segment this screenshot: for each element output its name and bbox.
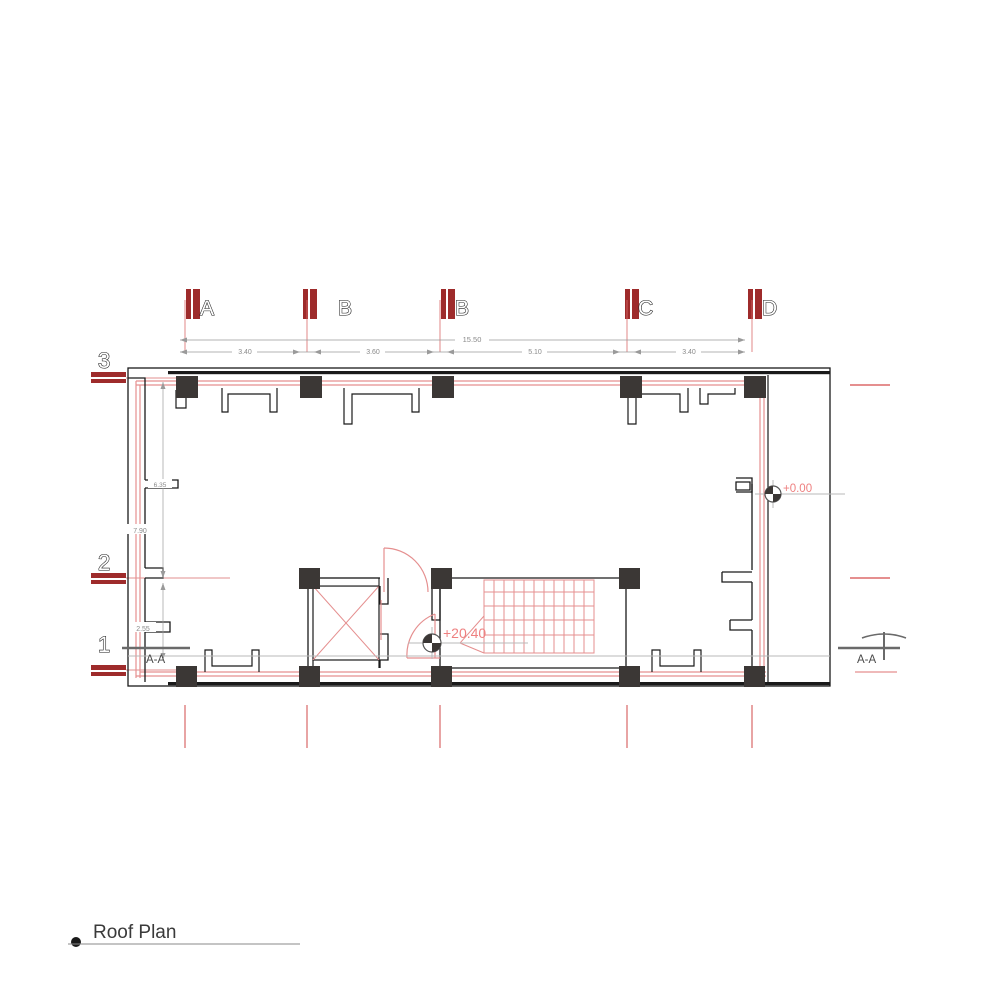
grid-marker-2[interactable]: 2 bbox=[91, 549, 126, 584]
section-label-right: A-A bbox=[857, 654, 877, 666]
grid-marker-3[interactable]: 3 bbox=[91, 347, 126, 383]
column bbox=[431, 568, 452, 589]
column bbox=[744, 376, 766, 398]
grid-marker-c[interactable]: C bbox=[625, 289, 654, 321]
grid-markers-top: A B B C D bbox=[186, 289, 778, 321]
columns bbox=[176, 376, 766, 687]
grid-marker-b1[interactable]: B bbox=[303, 289, 353, 321]
grid-axis-lines-top bbox=[184, 300, 753, 352]
dim-overall-label: 15.50 bbox=[463, 335, 482, 344]
grid-marker-b2[interactable]: B bbox=[441, 289, 470, 321]
column bbox=[619, 568, 640, 589]
right-wall-stubs bbox=[721, 477, 753, 672]
grid-label-1: 1 bbox=[98, 632, 110, 657]
grid-label-2: 2 bbox=[98, 550, 110, 575]
grid-label-3: 3 bbox=[98, 348, 110, 373]
grid-label-b2: B bbox=[455, 297, 469, 320]
column bbox=[431, 666, 452, 687]
section-arrow-arc bbox=[861, 633, 907, 639]
dim-bay-3: 5.10 bbox=[528, 349, 542, 356]
column bbox=[619, 666, 640, 687]
dimension-chain-overall: 15.50 bbox=[180, 333, 745, 344]
elevation-marker-2040[interactable]: +20.40 bbox=[408, 625, 528, 659]
grid-marker-1[interactable]: 1 bbox=[91, 631, 126, 676]
elevation-marker-000[interactable]: +0.00 bbox=[755, 480, 845, 508]
bottom-wall-stubs bbox=[204, 649, 702, 672]
dim-vert-1: 6.35 bbox=[154, 482, 167, 489]
title-bullet-icon bbox=[71, 937, 81, 947]
column bbox=[620, 376, 642, 398]
column bbox=[176, 666, 197, 687]
grid-extension-lines-bottom bbox=[184, 705, 753, 748]
top-wall-stubs bbox=[175, 388, 736, 425]
page-title: Roof Plan bbox=[93, 922, 176, 943]
column bbox=[300, 376, 322, 398]
elevation-label-2040: +20.40 bbox=[443, 625, 486, 641]
dimension-vertical: 6.35 7.90 2.55 bbox=[127, 382, 172, 660]
column bbox=[432, 376, 454, 398]
dim-bay-4: 3.40 bbox=[682, 349, 696, 356]
column bbox=[299, 666, 320, 687]
section-label-left: A-A bbox=[146, 654, 166, 666]
dim-vert-3: 2.55 bbox=[136, 626, 150, 633]
grid-extension-lines-right bbox=[850, 384, 890, 579]
title-block: Roof Plan bbox=[68, 922, 300, 947]
dim-bay-2: 3.60 bbox=[366, 349, 380, 356]
grid-label-b1: B bbox=[338, 297, 352, 320]
column bbox=[176, 376, 198, 398]
grid-label-d: D bbox=[762, 297, 777, 320]
grid-marker-d[interactable]: D bbox=[748, 289, 778, 321]
grid-label-a: A bbox=[200, 297, 214, 320]
stair-flight bbox=[459, 579, 595, 654]
grid-markers-left: 3 2 1 bbox=[91, 347, 126, 676]
door-swings bbox=[380, 547, 440, 659]
dimension-chain-bays: 3.40 3.60 5.10 3.40 bbox=[180, 345, 745, 356]
grid-marker-a[interactable]: A bbox=[186, 289, 215, 321]
dim-vert-2: 7.90 bbox=[133, 528, 147, 535]
grid-label-c: C bbox=[638, 297, 653, 320]
elevation-label-000: +0.00 bbox=[783, 483, 812, 495]
dim-bay-1: 3.40 bbox=[238, 349, 252, 356]
column bbox=[744, 666, 765, 687]
section-line-aa: A-A A-A bbox=[122, 632, 907, 673]
column bbox=[299, 568, 320, 589]
